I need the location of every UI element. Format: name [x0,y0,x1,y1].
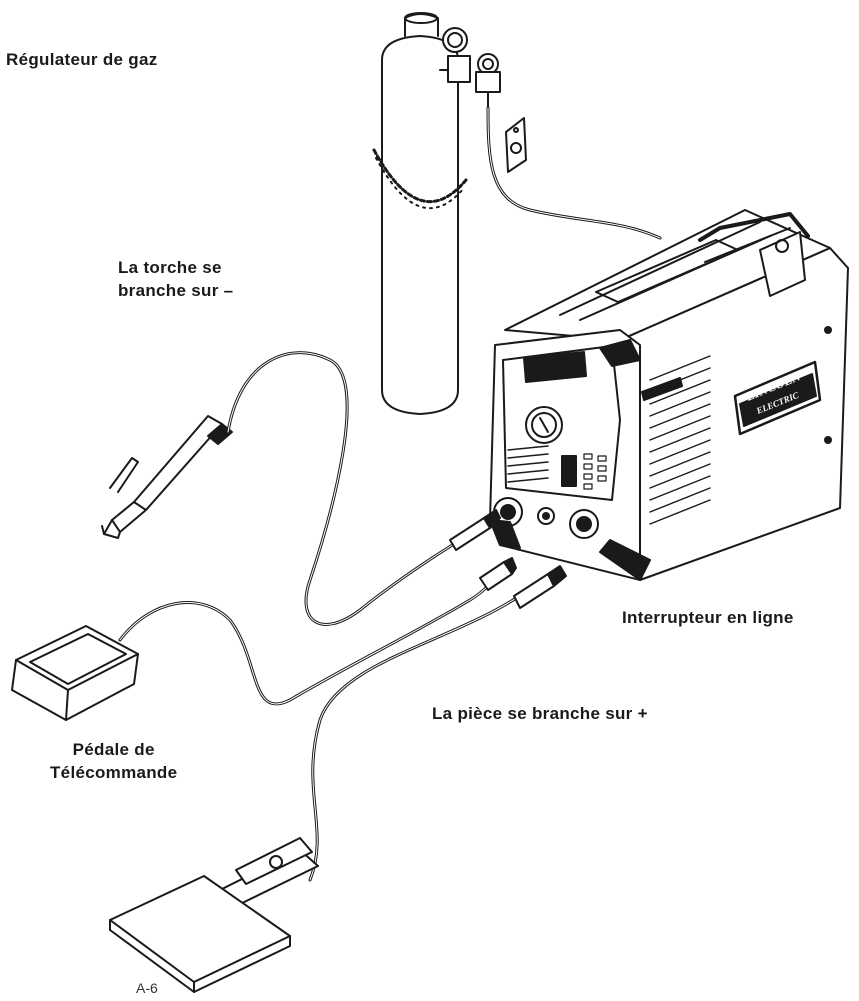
label-torch: La torche se branche sur – [118,256,233,302]
label-work-lead: La pièce se branche sur + [432,704,648,723]
label-foot-pedal: Pédale de Télécommande [50,738,177,784]
label-torch-line1: La torche se [118,258,222,277]
label-torch-line2: branche sur – [118,281,234,300]
label-gas-regulator: Régulateur de gaz [6,50,158,69]
pedal-connector [479,557,517,591]
label-pedal-line2: Télécommande [50,763,178,782]
page-number: A-6 [136,980,158,996]
label-pedal-line1: Pédale de [72,740,155,759]
foot-pedal [11,625,139,721]
welding-machine [489,209,849,581]
pedal-cable [118,570,502,706]
label-inline-switch: Interrupteur en ligne [622,608,794,627]
tig-torch [101,415,233,539]
work-cable [308,588,530,882]
work-connector [513,565,567,609]
gas-regulator [439,27,501,109]
torch-connector [449,509,501,551]
work-piece [109,875,291,993]
gas-cylinder [372,12,527,415]
